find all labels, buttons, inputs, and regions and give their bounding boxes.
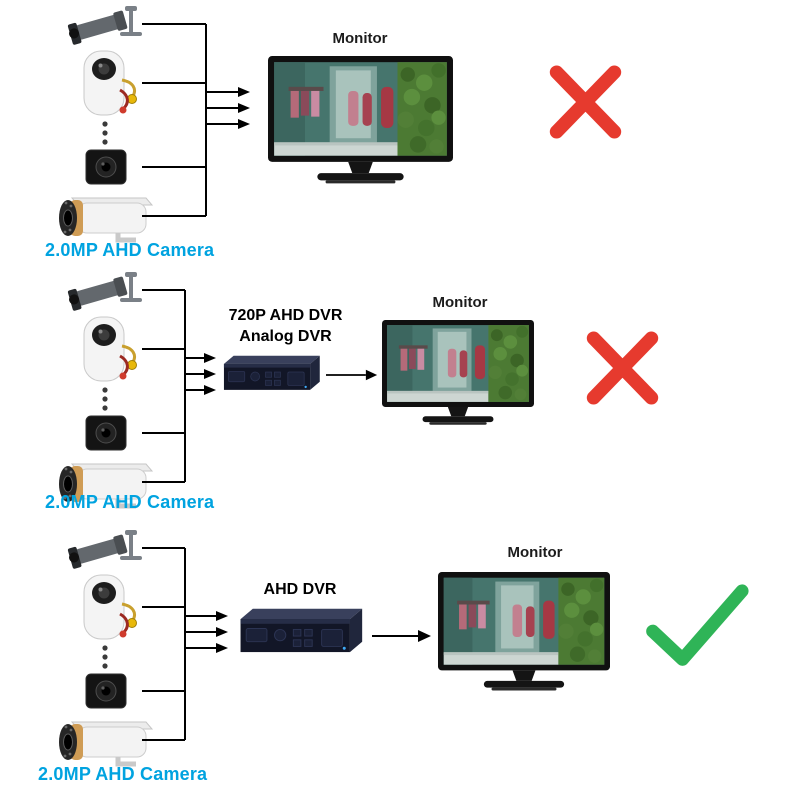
- camera-stack: [30, 2, 180, 246]
- dvr-label-line2: Analog DVR: [239, 327, 332, 345]
- ellipsis-dots-icon: [102, 121, 108, 145]
- check-icon: [646, 584, 749, 666]
- camera-stack: [30, 268, 180, 512]
- connection-lines: [142, 547, 228, 741]
- camera-stack: [30, 526, 180, 770]
- pir-camera-icon: [83, 316, 137, 382]
- pir-camera-icon: [83, 574, 137, 640]
- dvr-icon: [240, 608, 363, 653]
- dvr-icon: [223, 355, 320, 390]
- ir-bullet-camera-icon: [59, 721, 154, 767]
- arrow-icon: [372, 630, 431, 642]
- monitor-icon: [382, 320, 534, 425]
- monitor-label: Monitor: [432, 294, 488, 311]
- dvr-label-line1: 720P AHD DVR: [228, 307, 343, 324]
- mini-camera-icon: [85, 415, 127, 451]
- caption-camera-type: 2.0MP AHD Camera: [45, 240, 215, 260]
- bullet-camera-icon: [67, 272, 142, 311]
- dvr-label: AHD DVR: [263, 581, 337, 598]
- connection-lines: [142, 23, 250, 217]
- ellipsis-dots-icon: [102, 645, 108, 669]
- connection-lines: [142, 289, 216, 483]
- monitor-label: Monitor: [332, 30, 388, 47]
- dvr-label: 720P AHD DVR Analog DVR: [198, 306, 373, 348]
- mini-camera-icon: [85, 149, 127, 185]
- ir-bullet-camera-icon: [59, 463, 154, 509]
- ir-bullet-camera-icon: [59, 197, 154, 243]
- caption-camera-type: 2.0MP AHD Camera: [38, 764, 208, 784]
- pir-camera-icon: [83, 50, 137, 116]
- ellipsis-dots-icon: [102, 387, 108, 411]
- bullet-camera-icon: [67, 530, 142, 569]
- cross-icon: [549, 65, 622, 139]
- cross-icon: [586, 331, 659, 405]
- caption-camera-type: 2.0MP AHD Camera: [45, 492, 215, 512]
- bullet-camera-icon: [67, 6, 142, 45]
- monitor-icon: [438, 572, 610, 691]
- monitor-icon: [268, 56, 453, 184]
- arrow-icon: [326, 369, 378, 381]
- monitor-label: Monitor: [507, 544, 563, 561]
- mini-camera-icon: [85, 673, 127, 709]
